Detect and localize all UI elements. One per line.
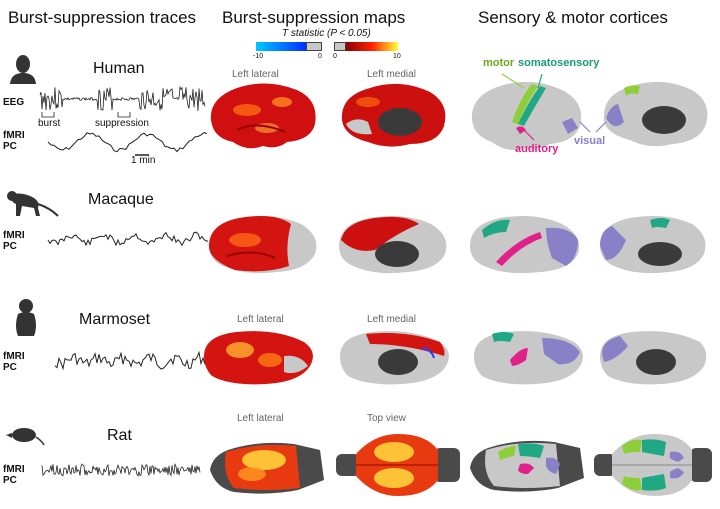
suppression-label: suppression	[95, 118, 149, 129]
view-label-marmoset-right: Left medial	[367, 314, 416, 325]
marmoset-medial-cortices	[600, 331, 707, 385]
rat-lateral-cortices	[470, 440, 584, 492]
fmri-pc-tag-macaque: fMRI PC	[3, 230, 25, 252]
human-fmri-trace	[47, 132, 208, 153]
view-label-rat-left: Left lateral	[237, 413, 284, 424]
species-label-macaque: Macaque	[88, 191, 154, 208]
eeg-tag: EEG	[3, 97, 25, 108]
motor-label: motor	[483, 57, 515, 69]
rat-lateral-map	[210, 442, 324, 494]
visual-label: visual	[574, 135, 606, 147]
human-eeg-trace	[39, 85, 206, 112]
scale-bar	[135, 154, 149, 156]
colorbar-neg-min: -10	[253, 53, 264, 60]
burst-label: burst	[38, 118, 61, 129]
colorbar-pos-max: 10	[393, 53, 401, 60]
colorbar-gap-negative	[306, 42, 322, 51]
fmri-pc-tag-marmoset: fMRI PC	[3, 351, 25, 373]
human-silhouette-icon	[10, 55, 36, 84]
marmoset-lateral-map	[204, 331, 313, 385]
human-lateral-cortices	[471, 81, 582, 150]
species-label-rat: Rat	[107, 427, 132, 444]
view-label-marmoset-left: Left lateral	[237, 314, 284, 325]
marmoset-lateral-cortices	[474, 331, 583, 385]
view-label-human-right: Left medial	[367, 69, 416, 80]
rat-top-view-map	[336, 434, 460, 496]
colorbar-pos-min: 0	[333, 53, 337, 60]
rat-top-view-cortices	[594, 434, 712, 496]
auditory-label: auditory	[515, 143, 559, 155]
marmoset-medial-map	[340, 331, 449, 385]
rat-fmri-trace	[41, 462, 201, 477]
fmri-pc-tag-human: fMRI PC	[3, 130, 25, 152]
scale-bar-label: 1 min	[131, 155, 156, 166]
species-label-marmoset: Marmoset	[79, 311, 151, 328]
cortices-column-title: Sensory & motor cortices	[478, 8, 668, 27]
colorbar-negative	[256, 42, 306, 51]
rat-silhouette-icon	[6, 428, 45, 446]
cortex-pointer-lines	[501, 73, 607, 141]
traces-column-title: Burst-suppression traces	[8, 8, 197, 27]
burst-suppression-brackets	[41, 112, 131, 118]
colorbar-title: T statistic (P < 0.05)	[282, 28, 371, 39]
macaque-silhouette-icon	[7, 191, 59, 217]
marmoset-fmri-trace	[54, 350, 206, 371]
macaque-lateral-cortices	[470, 216, 580, 274]
marmoset-silhouette-icon	[16, 299, 36, 336]
human-lateral-map	[210, 83, 316, 149]
somatosensory-label: somatosensory	[518, 57, 600, 69]
fmri-pc-tag-rat: fMRI PC	[3, 464, 25, 486]
human-medial-map	[341, 83, 446, 147]
human-medial-cortices	[603, 81, 708, 147]
view-label-rat-right: Top view	[367, 413, 406, 424]
view-label-human-left: Left lateral	[232, 69, 279, 80]
colorbar-positive	[346, 42, 398, 51]
macaque-medial-map	[339, 216, 447, 274]
macaque-fmri-trace	[47, 231, 208, 247]
colorbar-gap-positive	[334, 42, 346, 51]
species-label-human: Human	[93, 60, 145, 77]
maps-column-title: Burst-suppression maps	[222, 8, 406, 27]
macaque-medial-cortices	[600, 216, 706, 274]
macaque-lateral-map	[209, 216, 317, 274]
colorbar-neg-max: 0	[318, 53, 322, 60]
